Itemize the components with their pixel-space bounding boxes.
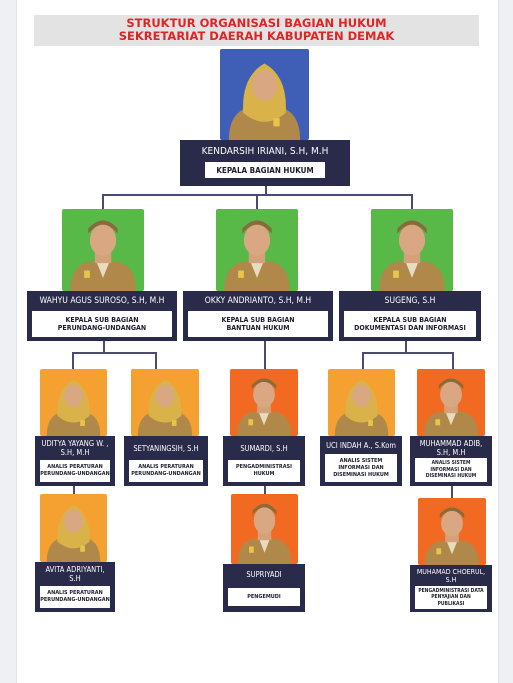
- title-line-1: STRUKTUR ORGANISASI BAGIAN HUKUM: [126, 16, 387, 30]
- sub-2-name: OKKY ANDRIANTO, S.H, M.H: [204, 296, 312, 306]
- photo-setya: [131, 369, 199, 436]
- photo-sub-3: [371, 209, 453, 291]
- choerul-name-1: MUHAMAD CHOERUL,: [416, 568, 486, 576]
- photo-avita: [40, 494, 107, 562]
- head-name: KENDARSIH IRIANI, S.H, M.H: [201, 146, 329, 157]
- card-supriyadi: SUPRIYADI PENGEMUDI: [223, 564, 305, 612]
- photo-adib: [417, 369, 485, 436]
- photo-uci: [328, 369, 395, 436]
- card-sub-2: OKKY ANDRIANTO, S.H, M.H KEPALA SUB BAGI…: [183, 291, 333, 341]
- photo-sumardi: [230, 369, 298, 436]
- adib-name-1: MUHAMMAD ADIB,: [419, 439, 483, 448]
- choerul-name-2: S.H: [445, 576, 457, 584]
- photo-sub-1: [62, 209, 144, 291]
- sub-3-name: SUGENG, S.H: [384, 296, 436, 306]
- card-choerul: MUHAMAD CHOERUL, S.H PENGADMINISTRASI DA…: [410, 565, 492, 612]
- uci-name: UCI INDAH A., S.Kom: [326, 441, 396, 450]
- setya-name: SETYANINGSIH, S.H: [133, 444, 199, 453]
- card-uditya: UDITYA YAYANG W. , S.H, M.H ANALIS PERAT…: [35, 436, 115, 486]
- sub-1-name: WAHYU AGUS SUROSO, S.H, M.H: [39, 296, 165, 306]
- photo-supriyadi: [231, 494, 298, 564]
- uditya-name-2: S.H, M.H: [60, 448, 90, 457]
- photo-uditya: [40, 369, 107, 436]
- card-head: KENDARSIH IRIANI, S.H, M.H KEPALA BAGIAN…: [180, 140, 350, 186]
- title-banner: STRUKTUR ORGANISASI BAGIAN HUKUM SEKRETA…: [34, 15, 479, 46]
- supriyadi-role: PENGEMUDI: [228, 588, 300, 606]
- head-role: KEPALA BAGIAN HUKUM: [205, 162, 325, 178]
- photo-head: [220, 49, 309, 140]
- adib-name-2: S.H, M.H: [436, 448, 466, 457]
- photo-choerul: [418, 498, 486, 565]
- uditya-name-1: UDITYA YAYANG W. ,: [41, 439, 109, 448]
- avita-name-1: AVITA ADRIYANTI,: [45, 565, 105, 574]
- sumardi-name: SUMARDI, S.H: [240, 444, 288, 453]
- card-sub-1: WAHYU AGUS SUROSO, S.H, M.H KEPALA SUB B…: [27, 291, 177, 341]
- avita-name-2: S.H: [69, 574, 81, 583]
- supriyadi-name: SUPRIYADI: [246, 570, 282, 579]
- photo-sub-2: [216, 209, 298, 291]
- title-line-2: SEKRETARIAT DAERAH KABUPATEN DEMAK: [118, 29, 395, 43]
